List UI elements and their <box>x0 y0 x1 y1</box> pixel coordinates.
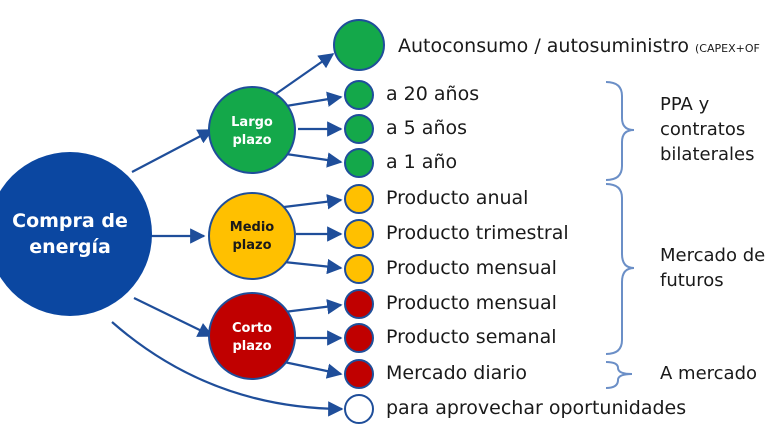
group-label-ppa: PPA y contratos bilaterales <box>660 92 754 167</box>
arrow-root-to-largo <box>131 129 214 173</box>
group-label-ppa-line1: PPA y <box>660 94 710 115</box>
root-node <box>0 152 152 316</box>
leaf-label-producto-mensual-futuros: Producto mensual <box>386 257 557 279</box>
leaf-label-5-anos: a 5 años <box>386 117 468 139</box>
leaf-node-autoconsumo <box>333 19 385 71</box>
leaf-node-producto-anual <box>344 184 374 214</box>
leaf-label-producto-anual: Producto anual <box>386 187 529 209</box>
brace-ppa <box>605 81 635 181</box>
leaf-label-producto-semanal: Producto semanal <box>386 326 557 348</box>
leaf-node-20-anos <box>344 80 374 110</box>
branch-label-largo-line2: plazo <box>232 133 272 148</box>
leaf-label-1-ano: a 1 año <box>386 151 458 173</box>
leaf-node-producto-mensual-corto <box>344 289 374 319</box>
branch-label-corto: Corto plazo <box>212 320 292 356</box>
leaf-label-producto-mensual-corto: Producto mensual <box>386 292 557 314</box>
arrow-medio-to-anual <box>283 194 343 210</box>
root-label-line1: Compra de <box>12 210 128 232</box>
branch-label-medio-line2: plazo <box>232 238 272 253</box>
leaf-label-autoconsumo: Autoconsumo / autosuministro (CAPEX+OF <box>398 35 760 60</box>
branch-node-medio <box>208 192 296 280</box>
branch-label-largo: Largo plazo <box>212 114 292 150</box>
root-label-line2: energía <box>29 236 111 258</box>
arrow-largo-to-20 <box>285 91 343 108</box>
branch-label-largo-line1: Largo <box>231 115 273 130</box>
branch-label-corto-line1: Corto <box>231 321 273 336</box>
arrow-medio-to-mensual <box>283 258 343 275</box>
arrow-corto-to-mensual <box>283 299 343 315</box>
group-label-futuros-line1: Mercado de <box>660 245 766 266</box>
branch-label-corto-line2: plazo <box>232 339 272 354</box>
root-label: Compra de energía <box>8 208 132 260</box>
leaf-node-mercado-diario <box>344 359 374 389</box>
arrow-root-to-opportunities <box>111 321 344 417</box>
leaf-label-autoconsumo-main: Autoconsumo / autosuministro <box>398 35 689 57</box>
leaf-node-5-anos <box>344 114 374 144</box>
group-label-ppa-line3: bilaterales <box>660 144 755 165</box>
leaf-label-20-anos: a 20 años <box>386 83 480 105</box>
arrow-root-to-corto <box>133 297 214 337</box>
leaf-label-mercado-diario: Mercado diario <box>386 362 527 384</box>
branch-node-largo <box>208 86 296 174</box>
branch-label-medio-line1: Medio <box>229 220 275 235</box>
leaf-label-oportunidades: para aprovechar oportunidades <box>386 397 687 419</box>
arrow-largo-to-autoconsumo <box>269 53 335 99</box>
leaf-node-oportunidades <box>344 394 374 424</box>
branch-node-corto <box>208 292 296 380</box>
group-label-ppa-line2: contratos <box>660 119 746 140</box>
arrow-corto-to-diario <box>283 360 343 379</box>
leaf-node-producto-semanal <box>344 323 374 353</box>
group-label-futuros-line2: futuros <box>660 270 724 291</box>
brace-futuros <box>605 183 635 355</box>
leaf-label-autoconsumo-suffix: (CAPEX+OF <box>695 42 760 55</box>
leaf-node-producto-trimestral <box>344 219 374 249</box>
group-label-mercado-line1: A mercado <box>660 363 758 384</box>
leaf-node-1-ano <box>344 148 374 178</box>
leaf-label-producto-trimestral: Producto trimestral <box>386 222 569 244</box>
brace-mercado <box>605 361 633 389</box>
group-label-futuros: Mercado de futuros <box>660 243 765 293</box>
leaf-node-producto-mensual-futuros <box>344 254 374 284</box>
branch-label-medio: Medio plazo <box>212 219 292 255</box>
arrow-largo-to-1 <box>285 152 343 168</box>
group-label-mercado: A mercado <box>660 361 757 386</box>
